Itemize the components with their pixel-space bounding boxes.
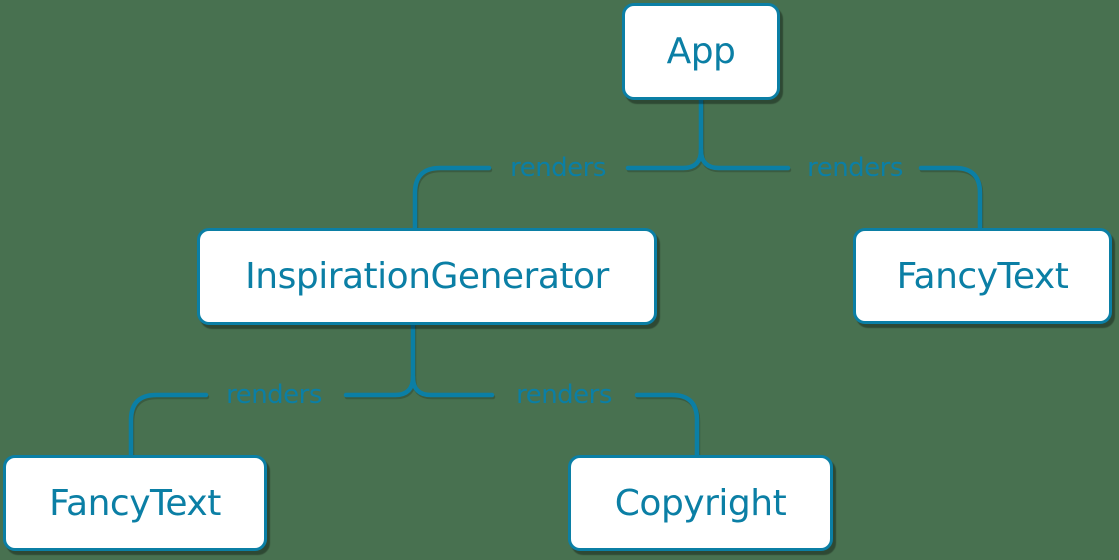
node-app: App — [622, 3, 780, 100]
node-fancy-text-right: FancyText — [853, 228, 1112, 324]
node-app-label: App — [666, 31, 736, 72]
node-fancy-text-bottom-left-label: FancyText — [49, 482, 221, 524]
node-inspiration-generator: InspirationGenerator — [197, 228, 657, 325]
node-fancy-text-bottom-left: FancyText — [3, 455, 267, 551]
edge-label-renders-3: renders — [226, 380, 322, 410]
node-copyright-label: Copyright — [614, 482, 787, 524]
edge-label-renders-2: renders — [807, 153, 903, 183]
edge-label-renders-4: renders — [516, 380, 612, 410]
node-fancy-text-right-label: FancyText — [896, 255, 1069, 297]
edge-inspirationgenerator-to-copyright — [410, 374, 700, 458]
edge-app-to-fancytext — [698, 147, 983, 231]
node-copyright: Copyright — [568, 455, 833, 551]
edge-label-renders-1: renders — [510, 153, 606, 183]
node-inspiration-generator-label: InspirationGenerator — [245, 256, 609, 297]
